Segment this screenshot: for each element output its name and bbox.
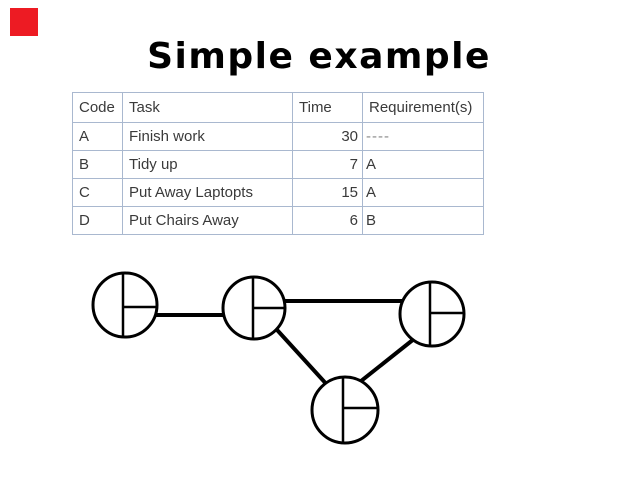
cell-task: Put Away Laptopts xyxy=(122,178,293,207)
node-1 xyxy=(91,271,159,339)
cell-code: C xyxy=(72,178,123,207)
node-2 xyxy=(221,275,287,341)
cell-time: 15 xyxy=(292,178,363,207)
cell-time: 30 xyxy=(292,122,363,151)
column-header-code: Code xyxy=(72,92,123,123)
cell-task: Put Chairs Away xyxy=(122,206,293,235)
cell-task: Finish work xyxy=(122,122,293,151)
table-row: C Put Away Laptopts 15 A xyxy=(72,178,484,207)
cell-code: D xyxy=(72,206,123,235)
node-3 xyxy=(398,280,466,348)
cell-time: 7 xyxy=(292,150,363,179)
node-1-circle xyxy=(91,271,159,339)
red-accent-square xyxy=(10,8,38,36)
node-4-circle xyxy=(310,375,380,445)
column-header-requirements: Requirement(s) xyxy=(362,92,484,123)
cell-requirements: A xyxy=(362,178,484,207)
table-row: B Tidy up 7 A xyxy=(72,150,484,179)
column-header-task: Task xyxy=(122,92,293,123)
cell-time: 6 xyxy=(292,206,363,235)
slide-title: Simple example xyxy=(147,36,491,77)
node-4 xyxy=(310,375,380,445)
edge-node2-node4 xyxy=(266,318,332,390)
table-header-row: Code Task Time Requirement(s) xyxy=(72,92,484,123)
cell-requirements: B xyxy=(362,206,484,235)
task-table: Code Task Time Requirement(s) A Finish w… xyxy=(72,92,484,235)
cell-requirements: A xyxy=(362,150,484,179)
table-row: D Put Chairs Away 6 B xyxy=(72,206,484,235)
edge-node3-node4 xyxy=(349,333,421,391)
